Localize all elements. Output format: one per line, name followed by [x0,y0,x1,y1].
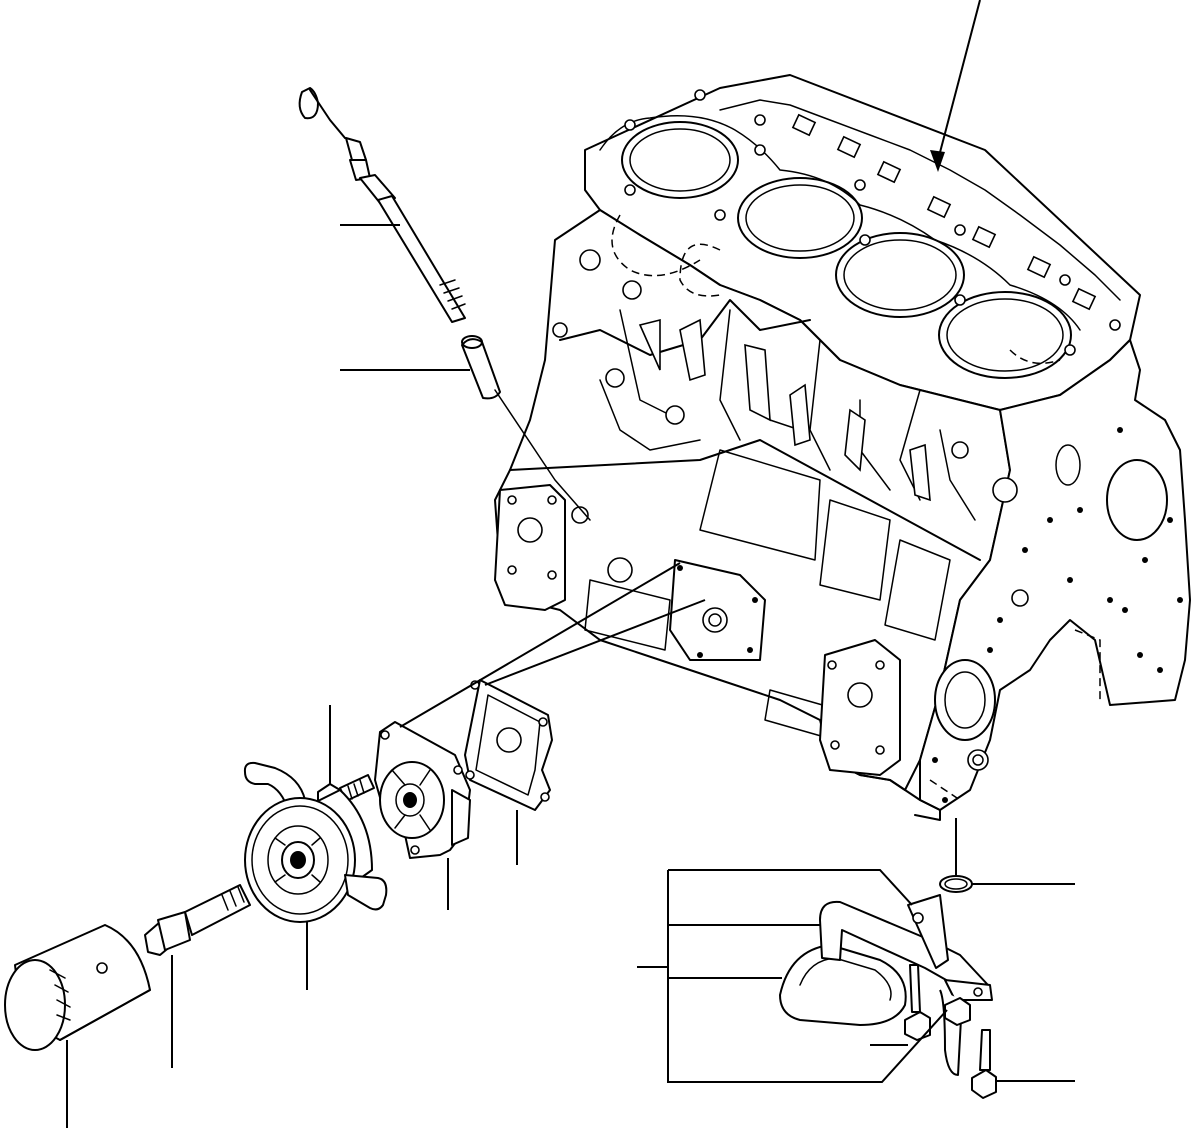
strainer-bolts [904,964,997,1099]
leader-lines [66,0,1075,1128]
oil-filter-cartridge [4,924,151,1051]
gasket [464,679,553,811]
o-ring [939,875,973,893]
dipstick-guide-tube [461,335,501,400]
connector-stud [144,884,251,956]
oil-dipstick [298,87,466,323]
oil-strainer [779,894,993,1076]
oil-filter-bracket [374,721,471,859]
cylinder-block [494,74,1191,821]
oil-cooler [243,761,388,923]
